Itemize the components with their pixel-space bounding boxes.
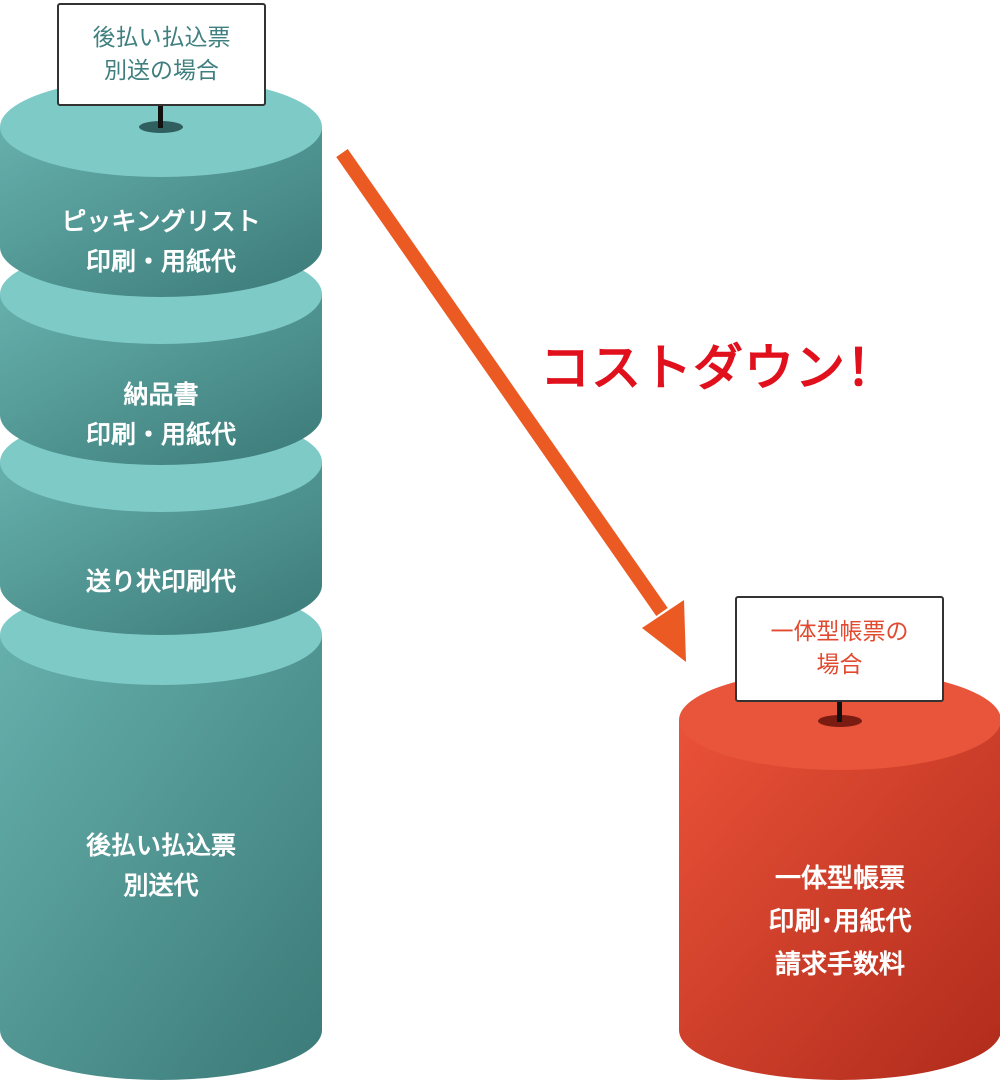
right-sign: 一体型帳票の 場合 <box>735 596 944 702</box>
cost-down-headline: コストダウン！ <box>540 339 897 397</box>
label-line: 納品書 <box>123 380 199 409</box>
segment-shipping-label-label: 送り状印刷代 <box>0 562 322 602</box>
right-cylinder-label: 一体型帳票 印刷･用紙代 請求手数料 <box>679 858 1000 987</box>
label-line: 印刷・用紙代 <box>85 420 236 449</box>
right-sign-line-2: 場合 <box>816 652 863 678</box>
label-line: 一体型帳票 <box>774 864 905 894</box>
sign-post <box>158 100 163 128</box>
label-line: 後払い払込票 <box>85 831 236 860</box>
label-line: 送り状印刷代 <box>85 567 236 596</box>
segment-delivery-note-label: 納品書 印刷・用紙代 <box>0 375 322 455</box>
sign-post <box>837 696 842 722</box>
label-line: 印刷･用紙代 <box>768 907 912 937</box>
segment-payment-slip-label: 後払い払込票 別送代 <box>0 826 322 906</box>
left-sign-line-1: 後払い払込票 <box>92 24 231 51</box>
label-line: 印刷・用紙代 <box>85 247 236 276</box>
right-sign-line-1: 一体型帳票の <box>770 619 909 645</box>
label-line: 別送代 <box>123 871 199 900</box>
segment-picking-list-label: ピッキングリスト 印刷・用紙代 <box>0 202 322 282</box>
cost-down-arrow <box>336 148 686 662</box>
label-line: ピッキングリスト <box>61 207 261 236</box>
label-line: 請求手数料 <box>774 950 905 980</box>
left-sign: 後払い払込票 別送の場合 <box>57 3 266 106</box>
left-sign-line-2: 別送の場合 <box>104 57 219 84</box>
